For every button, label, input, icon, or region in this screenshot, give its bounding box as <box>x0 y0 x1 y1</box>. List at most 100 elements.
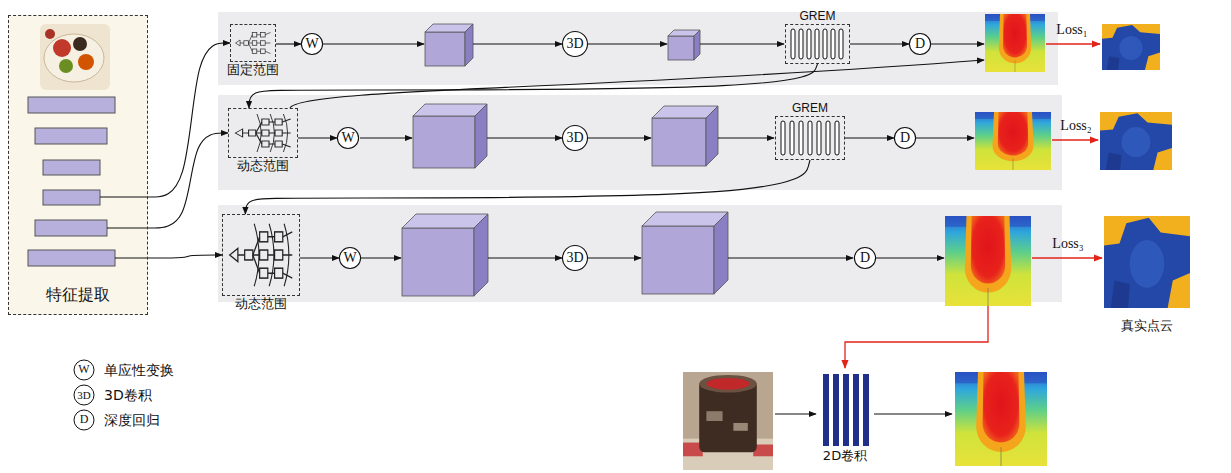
cost-volume-cube-part <box>413 104 487 116</box>
grem-bars-part <box>815 29 819 59</box>
circle-outline <box>337 127 358 148</box>
cost-volume-cube-part <box>652 118 706 166</box>
grem-box: GREM <box>775 116 845 160</box>
operator-circle: D <box>894 127 916 149</box>
feature-map-part <box>35 128 107 144</box>
grem-bars-part <box>799 29 803 59</box>
legend-text: 深度回归 <box>104 412 160 428</box>
node-text: W <box>341 130 354 146</box>
node-text: D <box>860 250 870 266</box>
legend-symbol-text: W <box>78 363 89 377</box>
operator-circle: W <box>339 247 361 269</box>
node-text: W <box>305 36 318 52</box>
depth-map-part <box>945 216 1031 306</box>
grem-bars-part <box>808 121 812 155</box>
feature-map-part <box>28 97 115 113</box>
range-glyph-part <box>236 33 271 54</box>
grem-bars <box>781 29 843 155</box>
grem-bars-part <box>799 121 803 155</box>
cost-volume-cube <box>402 24 728 296</box>
range-glyph-part <box>230 224 293 287</box>
flow-arrow-part <box>700 43 784 44</box>
circle-outline <box>563 246 588 271</box>
ground-truth-map <box>1100 24 1190 308</box>
conv-2d-bars-part <box>853 374 859 446</box>
circle-outline <box>301 33 322 54</box>
food-photo-part <box>59 59 73 73</box>
node-text: 动态范围 <box>237 159 289 174</box>
flow-arrow-part <box>290 60 984 108</box>
ground-truth-map-part <box>1100 112 1172 170</box>
circle-outline <box>854 247 875 268</box>
feature-stub-part <box>115 257 148 258</box>
rgb-photo-part <box>683 372 773 470</box>
node-text: 3D <box>566 130 583 146</box>
ground-truth-map-part <box>1102 24 1160 70</box>
grem-bars-part <box>823 29 827 59</box>
operator-circle: 3D <box>562 31 588 57</box>
loss-label: Loss₁ <box>1056 22 1087 38</box>
cost-volume-cube-part <box>706 106 718 166</box>
flow-arrow-part <box>360 137 412 138</box>
operator-circle: 3D <box>562 245 588 271</box>
legend-text: 单应性变换 <box>104 362 174 378</box>
feature-panel-ground <box>8 15 148 315</box>
loss-arrow-part <box>1046 43 1100 44</box>
flow-arrow-part <box>775 413 816 414</box>
cost-volume-cube-part <box>694 30 700 60</box>
legend-symbol-part <box>74 360 94 380</box>
feature-map-part <box>43 190 100 205</box>
flow-arrow-part <box>874 413 952 414</box>
loss-arrow-part <box>845 306 988 368</box>
depth-map-part <box>975 112 1051 170</box>
loss-arrow-part <box>1032 257 1102 258</box>
cost-volume-cube-part <box>465 24 473 66</box>
legend-symbol-text: 3D <box>77 389 90 402</box>
operator-circle: W <box>337 127 359 149</box>
flow-arrow-part <box>323 43 424 44</box>
range-box: 动态范围 <box>222 214 300 296</box>
flow-arrow-part <box>931 43 984 44</box>
grem-box: GREM <box>785 24 850 64</box>
flow-arrow <box>290 44 984 414</box>
cost-volume-cube-part <box>402 214 488 228</box>
cost-volume-cube-part <box>474 214 488 296</box>
node-text: GREM <box>792 102 828 116</box>
loss-arrow-part <box>1052 139 1098 140</box>
circle-outline <box>894 127 915 148</box>
circle-outline <box>909 33 930 54</box>
food-photo-part <box>73 37 87 51</box>
flow-connector <box>249 64 818 108</box>
node-text: 2D卷积 <box>823 449 867 464</box>
flow-connector <box>850 43 909 44</box>
range-box: 固定范围 <box>230 24 276 62</box>
conv-block: 2D卷积 <box>818 370 872 448</box>
circle-outline <box>339 247 360 268</box>
depth-map-part <box>985 14 1045 72</box>
flow-arrow-part <box>361 257 401 258</box>
feature-stub-part <box>100 196 148 197</box>
circle-outline <box>563 126 588 151</box>
node-text: 固定范围 <box>227 63 279 78</box>
feature-map-part <box>43 160 100 175</box>
cost-volume-cube-part <box>475 104 487 168</box>
food-photo-part <box>40 24 110 90</box>
flow-arrow-part <box>728 257 853 258</box>
flow-connector <box>298 137 337 138</box>
feature-stub-part <box>107 227 148 228</box>
node-text: 3D <box>566 36 583 52</box>
feature-stub <box>100 197 148 258</box>
loss-label: Loss₃ <box>1052 236 1083 252</box>
range-glyph-part <box>235 114 290 152</box>
flow-connector <box>148 43 230 197</box>
feature-panel-ground-part <box>8 15 148 315</box>
grem-bars-part <box>839 29 843 59</box>
cost-volume-cube-part <box>668 36 694 60</box>
flow-connector <box>300 257 339 258</box>
flow-arrow-part <box>488 257 562 258</box>
stage-bands <box>218 12 1062 302</box>
node-text: 动态范围 <box>235 297 287 312</box>
